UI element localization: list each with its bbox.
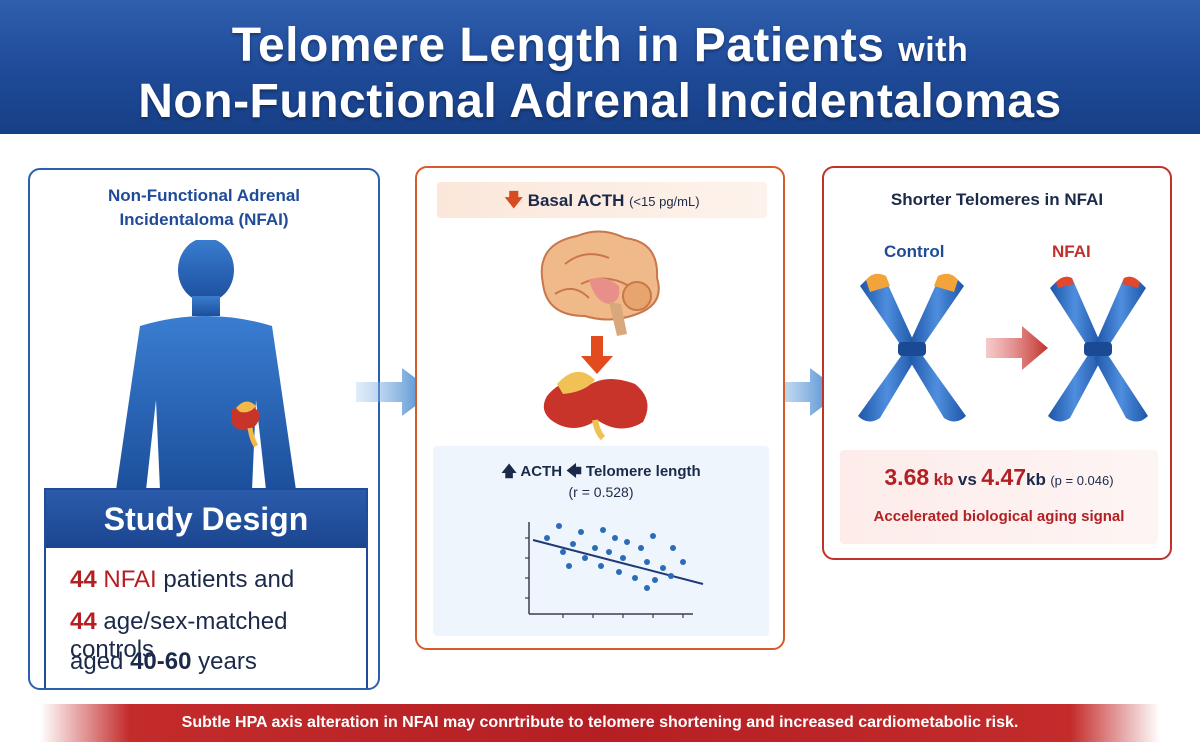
arrow-down-icon: 🡇: [504, 190, 523, 210]
result-box: 3.68 kb vs 4.47kb (p = 0.046) Accelerate…: [840, 450, 1158, 544]
arrow-right-icon: [986, 326, 1048, 370]
age-pre: aged: [70, 648, 124, 675]
p-value: (p = 0.046): [1050, 473, 1114, 488]
study-line-age: aged 40-60 years: [70, 648, 257, 676]
correlation-label: 🡅 ACTH 🡄 Telomere length (r = 0.528): [433, 462, 769, 502]
controls-count: 44: [70, 608, 97, 635]
adrenal-gland-icon: [231, 401, 260, 448]
adrenal-gland-icon: [543, 371, 648, 441]
title-main: Telomere Length in Patients: [231, 19, 885, 72]
correlation-box: 🡅 ACTH 🡄 Telomere length (r = 0.528): [433, 446, 769, 636]
patients-count: 44: [70, 566, 97, 593]
study-line-controls: 44 age/sex-matched controls: [70, 608, 366, 664]
nfai-title-line-1: Non-Functional Adrenal: [107, 186, 301, 205]
telomere-panel-title: Shorter Telomeres in NFAI: [890, 190, 1104, 209]
scatter-plot: [525, 522, 704, 618]
nfai-panel: Non-Functional Adrenal Incidentaloma (NF…: [28, 168, 380, 690]
unit-kb: kb: [1026, 470, 1046, 489]
chromosome-comparison: [858, 273, 1148, 422]
patients-group: NFAI: [103, 566, 157, 593]
age-post: years: [198, 648, 257, 675]
nfai-title-line-2: Incidentaloma (NFAI): [119, 210, 289, 229]
basal-acth-banner: 🡇 Basal ACTH (<15 pg/mL): [437, 182, 767, 218]
arrow-down-icon: [581, 336, 613, 374]
acth-label: Basal ACTH: [527, 191, 625, 210]
nfai-title: Non-Functional Adrenal Incidentaloma (NF…: [30, 184, 378, 232]
study-line-patients: 44 NFAI patients and: [70, 566, 294, 594]
control-chromosome-icon: [858, 273, 966, 422]
nfai-chromosome-icon: [1048, 276, 1148, 422]
title-with: with: [898, 31, 969, 69]
age-range: 40-60: [130, 648, 192, 675]
study-design-title: Study Design: [46, 490, 366, 548]
brain-icon: [540, 230, 660, 336]
arrow-up-icon: 🡅: [501, 463, 517, 480]
telomere-panel: Shorter Telomeres in NFAI Control NFAI: [822, 166, 1172, 560]
title-line-2: Non-Functional Adrenal Incidentalomas: [138, 75, 1062, 128]
unit-kb: kb: [933, 470, 954, 489]
corr-acth: ACTH: [520, 463, 563, 480]
result-values: 3.68 kb vs 4.47kb (p = 0.046): [840, 464, 1158, 491]
nfai-telomere-value: 3.68: [884, 464, 930, 490]
title-banner: Telomere Length in Patients with Non-Fun…: [0, 0, 1200, 134]
corr-telomere: Telomere length: [585, 463, 701, 480]
correlation-coefficient: (r = 0.528): [568, 484, 634, 500]
arrow-right-icon: [356, 368, 434, 416]
human-body-icon: [116, 240, 296, 490]
control-label: Control: [884, 242, 945, 261]
controls-text: age/sex-matched controls: [70, 608, 288, 663]
nfai-label: NFAI: [1052, 242, 1091, 261]
acth-panel: 🡇 Basal ACTH (<15 pg/mL) 🡅 ACTH 🡄: [415, 166, 785, 650]
arrow-left-icon: 🡄: [566, 463, 582, 480]
brain-adrenal-illustration: [540, 230, 660, 441]
aging-signal-text: Accelerated biological aging signal: [873, 508, 1125, 525]
control-telomere-value: 4.47: [981, 464, 1027, 490]
conclusion-banner: Subtle HPA axis alteration in NFAI may c…: [40, 704, 1160, 742]
title-line-1: Telomere Length in Patients with: [0, 18, 1200, 73]
acth-unit: (<15 pg/mL): [629, 194, 700, 209]
vs-text: vs: [957, 470, 977, 489]
patients-text: patients and: [163, 566, 295, 593]
study-design-box: Study Design 44 NFAI patients and 44 age…: [44, 488, 368, 688]
